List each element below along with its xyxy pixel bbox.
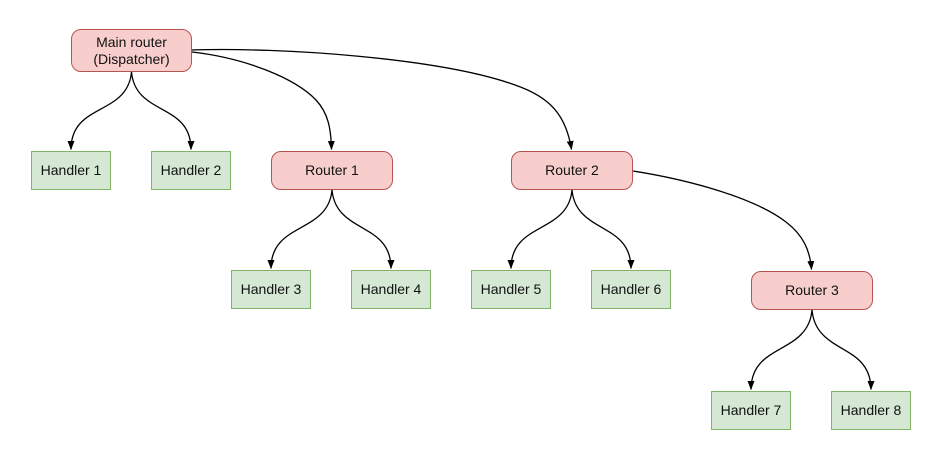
node-router-3-label: Router 3 <box>785 282 839 298</box>
edge-router-2-to-handler-5 <box>507 189 573 269</box>
edge-router-2-to-handler-6 <box>571 189 635 269</box>
node-router-1: Router 1 <box>271 151 393 190</box>
edge-main-router-to-handler-1 <box>67 71 133 150</box>
edge-router-3-to-handler-8 <box>811 309 875 390</box>
node-main-router: Main router (Dispatcher) <box>71 29 192 72</box>
node-handler-8-label: Handler 8 <box>840 402 902 418</box>
node-handler-3: Handler 3 <box>231 270 311 309</box>
node-router-2-label: Router 2 <box>545 162 599 178</box>
node-router-3: Router 3 <box>751 271 873 310</box>
node-handler-8: Handler 8 <box>831 391 911 430</box>
edge-router-1-to-handler-4 <box>331 189 395 269</box>
node-handler-1-label: Handler 1 <box>40 162 102 178</box>
node-handler-3-label: Handler 3 <box>240 281 302 297</box>
node-handler-7: Handler 7 <box>711 391 791 430</box>
node-handler-6-label: Handler 6 <box>600 281 662 297</box>
node-router-2: Router 2 <box>511 151 633 190</box>
node-handler-2-label: Handler 2 <box>160 162 222 178</box>
node-router-1-label: Router 1 <box>305 162 359 178</box>
edge-router-3-to-handler-7 <box>747 309 813 390</box>
edge-main-router-to-handler-2 <box>130 71 195 150</box>
node-handler-4-label: Handler 4 <box>360 281 422 297</box>
node-handler-2: Handler 2 <box>151 151 231 190</box>
edge-router-2-to-router-3 <box>632 170 815 270</box>
node-handler-6: Handler 6 <box>591 270 671 309</box>
node-main-router-label: Main router (Dispatcher) <box>93 33 170 67</box>
node-handler-1: Handler 1 <box>31 151 111 190</box>
node-handler-5-label: Handler 5 <box>480 281 542 297</box>
node-handler-4: Handler 4 <box>351 270 431 309</box>
node-handler-7-label: Handler 7 <box>720 402 782 418</box>
node-handler-5: Handler 5 <box>471 270 551 309</box>
edge-main-router-to-router-2 <box>191 48 574 150</box>
edge-router-1-to-handler-3 <box>267 189 333 269</box>
edge-main-router-to-router-1 <box>191 51 335 150</box>
